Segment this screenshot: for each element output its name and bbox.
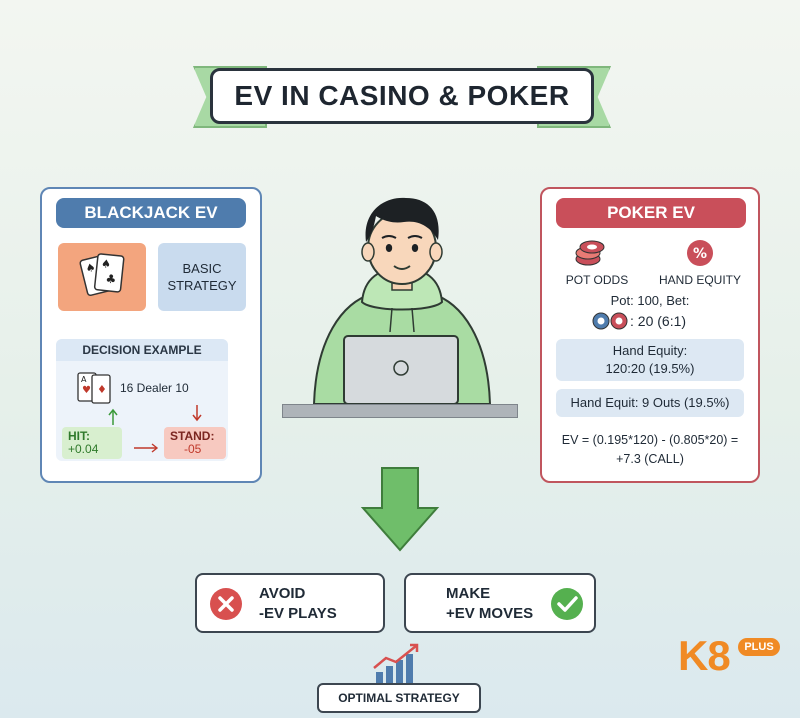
pot-line-1: Pot: 100, Bet: [610, 293, 690, 308]
pot-odds-label: POT ODDS [565, 273, 629, 287]
avoid-line-2: -EV PLAYS [259, 605, 337, 622]
avoid-text: AVOID -EV PLAYS [259, 584, 337, 624]
blackjack-header: BLACKJACK EV [56, 198, 246, 228]
stand-label: STAND: [170, 429, 215, 443]
poker-panel: POKER EV % POT ODDS HAND EQUITY Pot: 100… [540, 187, 760, 483]
hand-equity-band: Hand Equity: 120:20 (19.5%) [556, 339, 744, 381]
blackjack-panel: BLACKJACK EV ♠ ♠ ♣ BASIC STRATEGY DECISI… [40, 187, 262, 483]
svg-text:A: A [81, 375, 87, 384]
avoid-ev-plays-box: AVOID -EV PLAYS [195, 573, 385, 633]
hit-arrow-icon [108, 408, 118, 425]
hit-value: +0.04 [68, 442, 99, 456]
playing-cards-icon: ♠ ♠ ♣ [79, 253, 125, 297]
basic-strategy-label: BASIC STRATEGY [167, 261, 237, 293]
x-mark-icon [210, 588, 242, 620]
decision-example: DECISION EXAMPLE A ♥ ♦ 16 Dealer 10 HIT:… [56, 339, 228, 461]
down-arrow-icon [360, 467, 440, 552]
playing-cards-tile: ♠ ♠ ♣ [58, 243, 146, 311]
stand-value: -05 [184, 442, 202, 456]
decision-example-header: DECISION EXAMPLE [56, 339, 228, 361]
avoid-line-1: AVOID [259, 585, 306, 602]
pot-line-2-row: : 20 (6:1) [592, 311, 732, 331]
svg-text:♠: ♠ [100, 257, 111, 271]
ev-line-2: +7.3 (CALL) [616, 452, 684, 466]
stand-option: STAND: -05 [164, 427, 226, 459]
percent-icon: % [687, 240, 713, 266]
desk [282, 404, 518, 418]
equity-line-1: Hand Equity: [612, 343, 688, 358]
hit-label: HIT: [68, 429, 90, 443]
page-title: EV IN CASINO & POKER [210, 68, 594, 124]
make-text: MAKE +EV MOVES [446, 584, 533, 624]
check-mark-icon [551, 588, 583, 620]
svg-text:♠: ♠ [84, 261, 97, 276]
compare-arrow-icon [134, 443, 159, 453]
growth-chart-icon [373, 643, 419, 684]
optimal-strategy-label: OPTIMAL STRATEGY [317, 683, 481, 713]
svg-text:♦: ♦ [97, 383, 107, 396]
logo-plus-badge: PLUS [738, 638, 780, 656]
make-line-2: +EV MOVES [446, 605, 534, 622]
outs-line: Hand Equit: 9 Outs (19.5%) [570, 395, 730, 410]
pot-line-2: : 20 (6:1) [630, 313, 687, 329]
poker-chips-icon [575, 240, 605, 266]
poker-header: POKER EV [556, 198, 746, 228]
make-line-1: MAKE [446, 585, 491, 602]
ev-line-1: EV = (0.195*120) - (0.805*20) = [561, 433, 739, 447]
equity-line-2: 120:20 (19.5%) [605, 361, 695, 376]
hand-cards-icon: A ♥ ♦ [77, 372, 111, 404]
k8-logo: K8 [678, 632, 731, 679]
hand-description: 16 Dealer 10 [120, 381, 189, 395]
svg-text:%: % [693, 246, 707, 262]
make-ev-moves-box: MAKE +EV MOVES [404, 573, 596, 633]
svg-text:♣: ♣ [105, 272, 117, 287]
hand-equity-label: HAND EQUITY [658, 273, 741, 287]
stand-arrow-icon [192, 405, 202, 422]
person-with-laptop-illustration [312, 197, 492, 405]
svg-text:♥: ♥ [82, 385, 91, 396]
chips-row-icon [592, 312, 628, 330]
hit-option: HIT: +0.04 [62, 427, 122, 459]
basic-strategy-tile: BASIC STRATEGY [158, 243, 246, 311]
outs-band: Hand Equit: 9 Outs (19.5%) [556, 389, 744, 417]
